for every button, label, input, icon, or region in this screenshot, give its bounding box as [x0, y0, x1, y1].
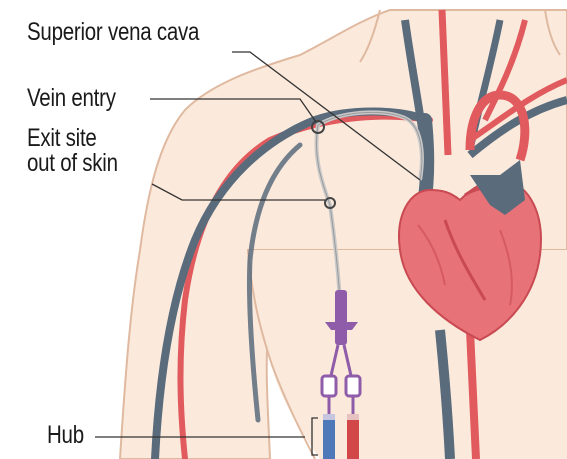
label-hub: Hub — [47, 423, 84, 448]
label-exit-site: Exit site out of skin — [27, 126, 118, 176]
label-vein-entry-text: Vein entry — [27, 86, 116, 111]
lumen-clamp-left — [322, 376, 336, 396]
label-superior-vena-cava: Superior vena cava — [27, 20, 199, 45]
label-exit-site-line1: Exit site — [27, 126, 118, 151]
label-superior-vena-cava-text: Superior vena cava — [27, 20, 199, 45]
lumen-clamp-right — [346, 376, 360, 396]
connector-blue-left — [323, 414, 335, 459]
connector-red-right — [347, 414, 359, 459]
hub-body — [335, 290, 347, 345]
label-vein-entry: Vein entry — [27, 86, 116, 111]
label-exit-site-line2: out of skin — [27, 151, 118, 176]
label-hub-text: Hub — [47, 423, 84, 448]
